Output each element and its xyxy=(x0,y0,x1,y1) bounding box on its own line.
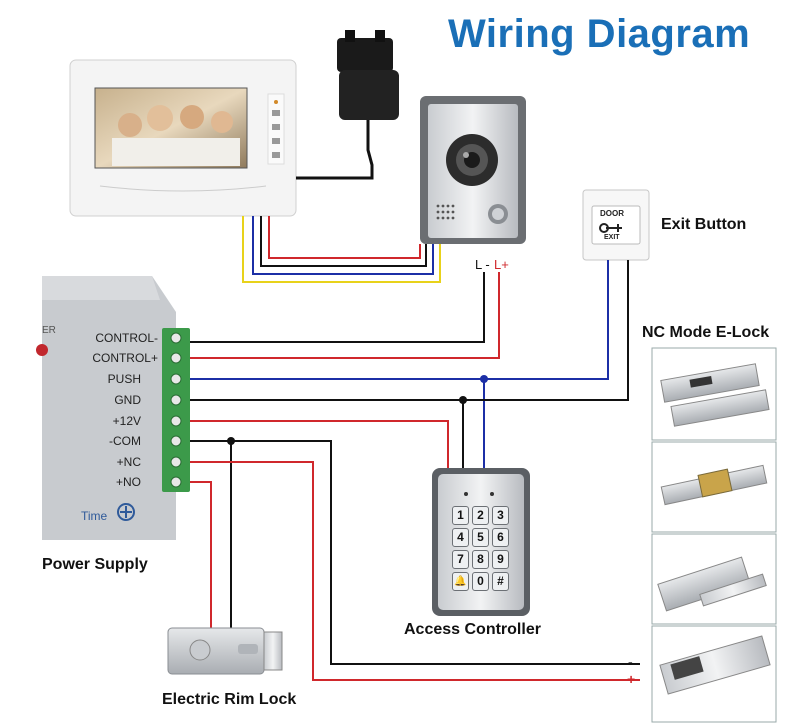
nc-mode-elock-label: NC Mode E-Lock xyxy=(642,324,770,341)
power-supply-box xyxy=(36,276,190,540)
terminal-label: +NC xyxy=(116,455,141,469)
power-adapter xyxy=(296,30,399,180)
keypad-key[interactable]: 8 xyxy=(472,550,489,569)
outdoor-camera xyxy=(420,96,526,244)
time-label: Time xyxy=(81,509,108,523)
electric-rim-lock-label: Electric Rim Lock xyxy=(162,691,297,708)
monitor-camera-wires xyxy=(242,216,441,283)
bell-icon[interactable]: 🔔 xyxy=(452,572,469,591)
partial-text: ER xyxy=(42,325,56,336)
l-plus-label: L+ xyxy=(494,257,509,272)
door-text: DOOR xyxy=(600,209,624,218)
keypad-key[interactable]: 2 xyxy=(472,506,489,525)
terminal-label: +12V xyxy=(112,414,141,428)
terminal-label: -COM xyxy=(109,434,141,448)
control-wires xyxy=(190,272,500,359)
power-supply-label: Power Supply xyxy=(42,556,148,573)
minus-label: - xyxy=(628,654,633,670)
page-title: Wiring Diagram xyxy=(448,12,751,56)
keypad-key[interactable]: 6 xyxy=(492,528,509,547)
keypad-key[interactable]: 7 xyxy=(452,550,469,569)
terminal-label: +NO xyxy=(115,475,141,489)
push-wires xyxy=(190,260,609,468)
gnd-wires xyxy=(190,260,629,468)
keypad-key[interactable]: 1 xyxy=(452,506,469,525)
exit-text: EXIT xyxy=(604,234,620,241)
terminal-label: CONTROL- xyxy=(95,331,158,345)
keypad-key[interactable]: # xyxy=(492,572,509,591)
keypad-key[interactable]: 0 xyxy=(472,572,489,591)
access-controller-label: Access Controller xyxy=(404,621,541,638)
com-wires xyxy=(190,437,640,665)
nc-lock-images xyxy=(651,347,777,723)
no-wire xyxy=(190,481,212,628)
terminal-label: GND xyxy=(114,393,141,407)
v12-wire xyxy=(190,420,449,468)
keypad-key[interactable]: 4 xyxy=(452,528,469,547)
exit-button-label: Exit Button xyxy=(661,216,747,233)
l-minus-label: L - xyxy=(475,257,490,272)
nc-wire xyxy=(190,461,640,681)
terminal-label: CONTROL+ xyxy=(92,351,158,365)
exit-button-device xyxy=(582,189,650,261)
indoor-monitor xyxy=(69,59,297,217)
terminal-label: PUSH xyxy=(107,372,141,386)
rim-lock-device xyxy=(167,627,283,675)
keypad-key[interactable]: 3 xyxy=(492,506,509,525)
keypad-key[interactable]: 9 xyxy=(492,550,509,569)
keypad-key[interactable]: 5 xyxy=(472,528,489,547)
plus-label: + xyxy=(627,671,636,687)
